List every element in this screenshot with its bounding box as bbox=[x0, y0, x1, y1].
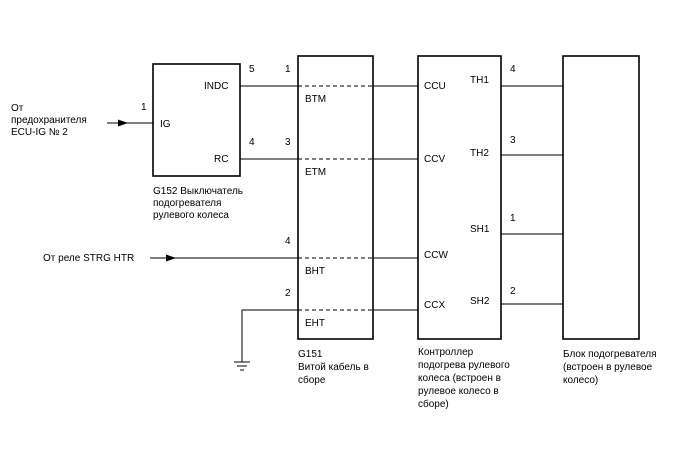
controller-pin-th1-number: 4 bbox=[510, 64, 516, 75]
controller-pin-th1-label: TH1 bbox=[470, 75, 489, 86]
ecu-ig-label-line3: ECU-IG № 2 bbox=[11, 127, 68, 138]
ground-icon bbox=[234, 361, 250, 371]
heater-block-box bbox=[562, 55, 640, 340]
switch-pin-ig-label: IG bbox=[160, 119, 171, 130]
switch-caption-line3: рулевого колеса bbox=[153, 210, 229, 221]
switch-pin-rc-label: RC bbox=[214, 154, 228, 165]
switch-caption-line1: G152 Выключатель bbox=[153, 186, 243, 197]
controller-caption-line3: колеса (встроен в bbox=[418, 373, 501, 384]
cable-pin-eht-number: 2 bbox=[285, 288, 291, 299]
controller-pin-sh1-label: SH1 bbox=[470, 224, 490, 235]
cable-caption-line1: G151 bbox=[298, 349, 323, 360]
wire-eht-ground bbox=[241, 309, 298, 362]
ecu-ig-arrow-icon bbox=[118, 119, 128, 127]
controller-pin-th2-label: TH2 bbox=[470, 148, 489, 159]
controller-pin-sh1-number: 1 bbox=[510, 213, 516, 224]
cable-pin-btm-number: 1 bbox=[285, 64, 291, 75]
ecu-ig-label-line2: предохранителя bbox=[11, 115, 87, 126]
controller-pin-ccx-label: CCX bbox=[424, 300, 445, 311]
switch-pin-indc-number: 5 bbox=[249, 64, 255, 75]
controller-caption-line4: рулевое колесо в bbox=[418, 386, 499, 397]
spiral-cable-box bbox=[297, 55, 374, 340]
controller-pin-th2-number: 3 bbox=[510, 135, 516, 146]
controller-caption-line5: сборе) bbox=[418, 398, 449, 410]
controller-pin-ccu-label: CCU bbox=[424, 81, 446, 92]
cable-pin-btm-label: BTM bbox=[305, 94, 326, 105]
switch-pin-ig-number: 1 bbox=[141, 102, 147, 113]
cable-caption-line3: сборе bbox=[298, 374, 326, 386]
controller-caption-line1: Контроллер bbox=[418, 347, 474, 358]
cable-caption-line2: Витой кабель в bbox=[298, 361, 369, 373]
heater-caption-line3: колесо) bbox=[563, 375, 598, 386]
controller-caption-line2: подогрева рулевого bbox=[418, 360, 510, 371]
heater-caption-line2: (встроен в рулевое bbox=[563, 362, 653, 373]
controller-pin-ccv-label: CCV bbox=[424, 154, 445, 165]
switch-box bbox=[152, 63, 241, 177]
controller-box bbox=[417, 55, 502, 340]
strg-htr-arrow-icon bbox=[166, 254, 176, 262]
cable-pin-bht-label: BHT bbox=[305, 266, 325, 277]
switch-caption-line2: подогревателя bbox=[153, 198, 221, 209]
strg-htr-label: От реле STRG HTR bbox=[43, 253, 134, 264]
controller-pin-ccw-label: CCW bbox=[424, 250, 448, 261]
ecu-ig-label-line1: От bbox=[11, 103, 24, 114]
heater-caption-line1: Блок подогревателя bbox=[563, 349, 657, 360]
cable-pin-bht-number: 4 bbox=[285, 236, 291, 247]
cable-pin-eht-label: EHT bbox=[305, 318, 325, 329]
switch-pin-indc-label: INDC bbox=[204, 81, 228, 92]
switch-pin-rc-number: 4 bbox=[249, 137, 255, 148]
controller-pin-sh2-number: 2 bbox=[510, 286, 516, 297]
cable-pin-etm-number: 3 bbox=[285, 137, 291, 148]
cable-pin-etm-label: ETM bbox=[305, 167, 326, 178]
controller-pin-sh2-label: SH2 bbox=[470, 296, 490, 307]
